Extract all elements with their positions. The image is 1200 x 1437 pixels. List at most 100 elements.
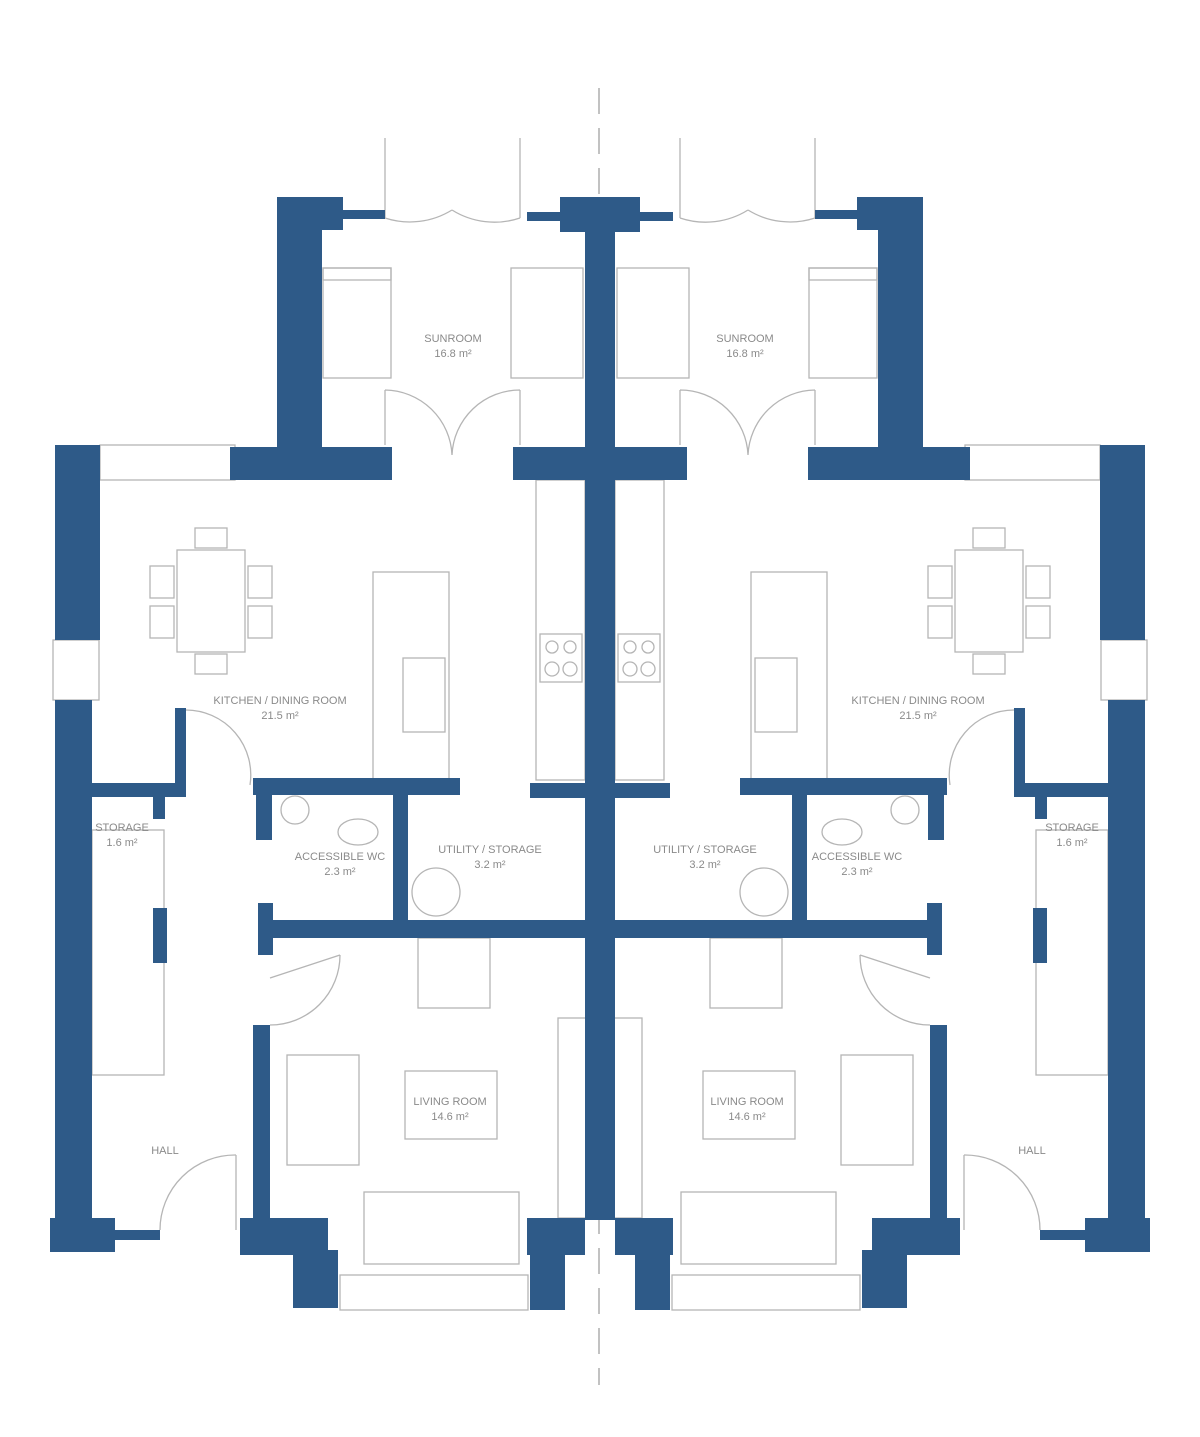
wall-left-11 <box>175 708 186 797</box>
hob-ring-left <box>563 640 577 654</box>
chair-left <box>194 527 228 549</box>
wall-right-5 <box>857 197 923 230</box>
wall-left-4 <box>277 197 322 470</box>
toilet-right <box>821 818 863 846</box>
wall-right-13 <box>1035 797 1047 819</box>
chair-left <box>247 605 273 639</box>
party-wall <box>585 200 615 1220</box>
wall-left-10 <box>527 212 560 221</box>
wall-left-25 <box>530 1250 565 1310</box>
armchair-right <box>808 267 878 379</box>
kitchen-island-left <box>372 571 450 781</box>
sink-right <box>754 657 798 733</box>
wall-left-12 <box>92 783 186 797</box>
door-swing-right <box>948 709 1015 786</box>
wall-left-6 <box>343 210 385 219</box>
chair-right <box>1025 605 1051 639</box>
wall-right-1 <box>1108 700 1145 1252</box>
room-label-hall-right: HALL <box>1018 1145 1046 1157</box>
hob-ring-right <box>641 640 655 654</box>
wall-right-21 <box>930 1025 947 1250</box>
wall-right-14 <box>1033 908 1047 963</box>
wall-left-5 <box>277 197 343 230</box>
sofa-left <box>363 1191 520 1265</box>
wall-right-6 <box>815 210 857 219</box>
wall-right-10 <box>640 212 673 221</box>
window-right <box>964 444 1101 481</box>
room-label-hall-left: HALL <box>151 1145 179 1157</box>
chair-left <box>247 565 273 599</box>
wall-left-20 <box>258 903 273 955</box>
kitchen-island-right <box>750 571 828 781</box>
hob-right <box>617 633 661 683</box>
chair-right <box>972 527 1006 549</box>
wall-right-2 <box>1085 1218 1150 1252</box>
wall-left-2 <box>50 1218 115 1252</box>
wall-right-24 <box>615 1218 673 1255</box>
coffee-table-right <box>702 1070 796 1140</box>
french-doors-left <box>384 138 521 223</box>
chair-right <box>1025 565 1051 599</box>
armchair-left <box>510 267 584 379</box>
wall-right-0 <box>1100 445 1145 640</box>
wall-left-3 <box>115 1230 160 1240</box>
armchair-back-right <box>808 267 878 281</box>
coffee-table-left <box>404 1070 498 1140</box>
wall-right-8 <box>615 447 687 480</box>
wall-right-11 <box>1014 708 1025 797</box>
window-right <box>1100 639 1148 701</box>
wall-right-20 <box>927 903 942 955</box>
chair-right <box>927 605 953 639</box>
hob-left <box>539 633 583 683</box>
wall-left-19 <box>258 920 585 938</box>
wall-left-13 <box>153 797 165 819</box>
wall-left-14 <box>153 908 167 963</box>
sink-left <box>402 657 446 733</box>
wall-left-7 <box>230 447 392 480</box>
armchair-right <box>616 267 690 379</box>
dining-table-left <box>176 549 246 653</box>
washing-machine-right <box>739 867 789 917</box>
armchair-right <box>709 937 783 1009</box>
armchair-back-left <box>322 267 392 281</box>
hob-ring-right <box>623 640 637 654</box>
hob-ring-left <box>545 640 559 654</box>
door-swing-left <box>269 954 341 1026</box>
wall-left-15 <box>253 778 460 795</box>
walls <box>50 197 1150 1310</box>
door-swing-left <box>185 709 252 786</box>
hob-ring-right <box>640 661 656 677</box>
wall-right-15 <box>740 778 947 795</box>
wall-left-22 <box>240 1218 328 1255</box>
front-door-right <box>963 1154 1041 1231</box>
washing-machine-left <box>411 867 461 917</box>
wall-left-24 <box>527 1218 585 1255</box>
wall-right-3 <box>1040 1230 1085 1240</box>
window-right <box>671 1274 861 1311</box>
wall-right-18 <box>615 783 670 798</box>
wall-left-8 <box>513 447 585 480</box>
wall-left-16 <box>256 795 272 840</box>
wall-left-23 <box>293 1250 338 1308</box>
worktop-right <box>614 479 665 781</box>
french-doors-right <box>679 138 816 223</box>
door-swing-right <box>859 954 931 1026</box>
armchair-right <box>840 1054 914 1166</box>
basin-right <box>890 795 920 825</box>
armchair-left <box>286 1054 360 1166</box>
chair-left <box>194 653 228 675</box>
hob-ring-left <box>562 661 578 677</box>
basin-left <box>280 795 310 825</box>
window-left <box>339 1274 529 1311</box>
wall-right-22 <box>872 1218 960 1255</box>
hob-ring-left <box>544 661 560 677</box>
wall-left-1 <box>55 700 92 1252</box>
